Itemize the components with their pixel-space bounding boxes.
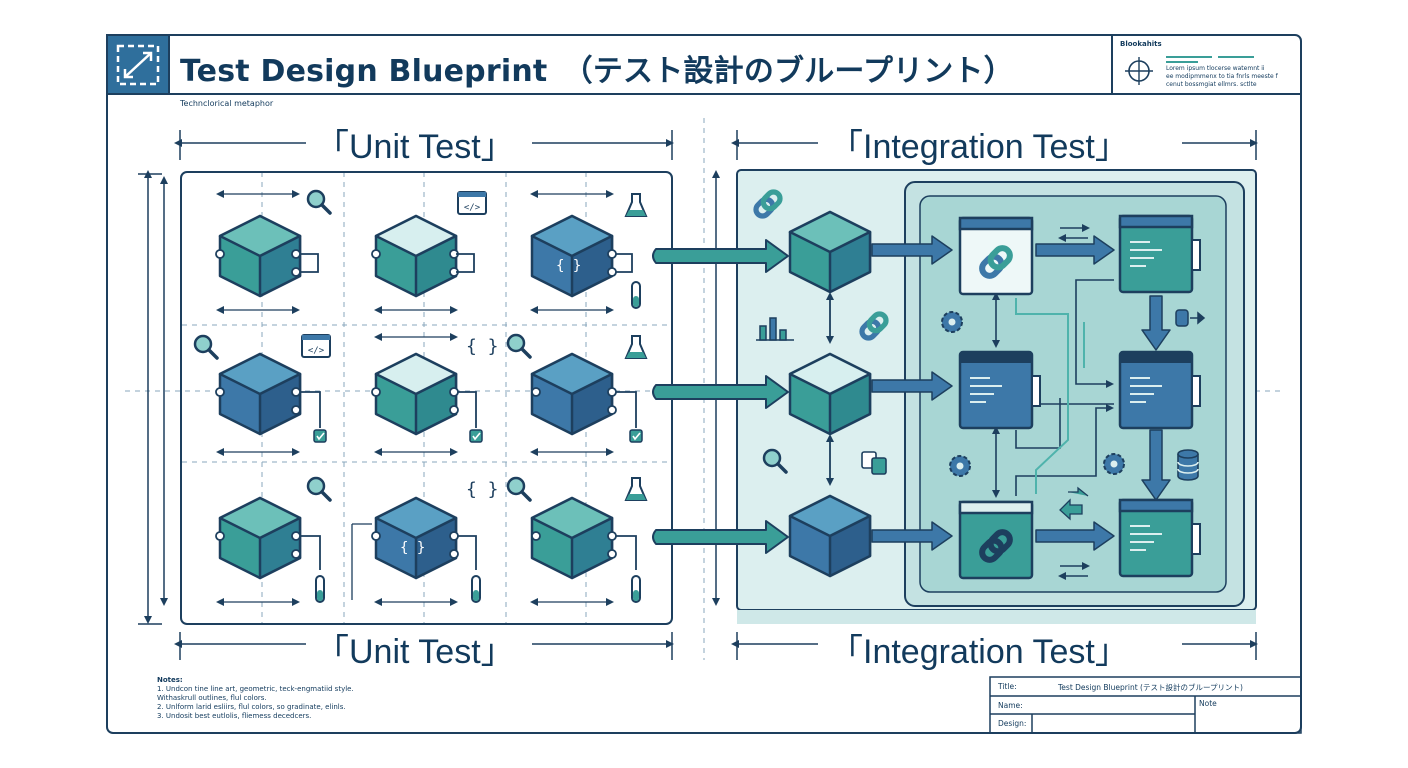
check-icon (629, 429, 643, 443)
integration-test-label-bottom: 「Integration Test」 (829, 633, 1129, 671)
legend-line: Lorem ipsum tlocerse watemnt ii (1166, 65, 1265, 72)
unit-test-label-bottom: 「Unit Test」 (315, 633, 515, 671)
page-subtitle: Technclorical metaphor (180, 99, 274, 108)
expand-icon (116, 44, 160, 86)
page-title: Test Design Blueprint （テスト設計のブループリント） (180, 54, 1014, 89)
dimension-lines (138, 130, 1258, 660)
swap-arrows-icon (1059, 486, 1089, 521)
code-braces-label: { } (466, 479, 499, 500)
note-item: 3. Undosit best eutlolis, fliemess deced… (157, 712, 312, 720)
bar-chart-icon (756, 317, 794, 341)
link-module-panel (958, 500, 1034, 580)
notes-block: Notes: 1. Undcon tine line art, geometri… (157, 676, 354, 721)
check-icon (469, 429, 483, 443)
code-window-icon (457, 191, 487, 215)
unit-test-label-top: 「Unit Test」 (315, 128, 515, 166)
test-tube-icon (315, 575, 325, 603)
integration-shadow (737, 610, 1256, 624)
check-icon (313, 429, 327, 443)
database-icon (1177, 449, 1199, 481)
gear-icon (941, 311, 963, 333)
name-label: Name: (998, 701, 1023, 710)
link-module-panel (960, 218, 1032, 294)
test-tube-icon (631, 281, 641, 309)
code-module-panel (1118, 214, 1202, 294)
flow-arrows (652, 239, 789, 554)
gear-icon (949, 455, 971, 477)
test-tube-icon (631, 575, 641, 603)
integration-test-label-top: 「Integration Test」 (829, 128, 1129, 166)
code-braces-label: { } (556, 258, 581, 274)
legend-line: cenut bossmgiat ellmrs. sctlte (1166, 81, 1257, 88)
notes-heading: Notes: (157, 676, 183, 684)
note-item: 2. Unlform larid esliirs, flul colors, s… (157, 703, 346, 711)
code-module-panel (1118, 350, 1202, 430)
note-item: 1. Undcon tine line art, geometric, teck… (157, 685, 354, 693)
code-module-panel (1118, 498, 1202, 578)
title-value: Test Design Blueprint (テスト設計のブループリント) (1058, 683, 1243, 692)
document-flow-icon (861, 451, 887, 475)
code-braces-label: { } (400, 540, 425, 556)
code-module-panel (958, 350, 1042, 430)
gear-icon (1103, 453, 1125, 475)
code-braces-label: { } (466, 336, 499, 357)
test-tube-icon (471, 575, 481, 603)
legend-heading: Blookahits (1120, 40, 1162, 48)
title-block (989, 676, 1302, 734)
legend-line: ee modipmmenx to tia fnrls meeste f (1166, 73, 1278, 80)
crosshair-icon (1125, 57, 1153, 85)
data-export-icon (1175, 309, 1206, 327)
design-label: Design: (998, 719, 1027, 728)
title-label: Title: (998, 682, 1017, 691)
note-item: Withaskrull outlines, flul colors. (157, 694, 267, 702)
note-label: Note (1199, 699, 1217, 708)
code-window-icon (301, 334, 331, 358)
